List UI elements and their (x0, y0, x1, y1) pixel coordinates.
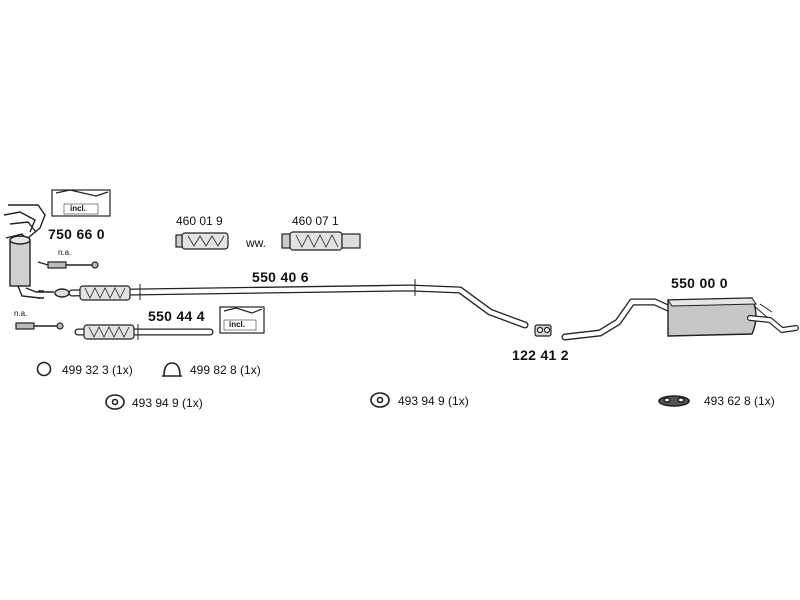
part-label-122412: 122 41 2 (512, 347, 569, 363)
part-label-460071: 460 07 1 (292, 214, 339, 228)
incl-badge-box-2 (219, 306, 265, 334)
rear-silencer-part (561, 297, 799, 341)
clamp-part (534, 324, 552, 337)
rubber-mount-icon-right (658, 395, 690, 407)
part-label-460019: 460 01 9 (176, 214, 223, 228)
hardware-label-clip: 499 82 8 (1x) (190, 363, 261, 377)
part-label-550444: 550 44 4 (148, 308, 205, 324)
hardware-label-mount-mid: 493 94 9 (1x) (398, 394, 469, 408)
part-label-550406: 550 40 6 (252, 269, 309, 285)
lambda-sensor-lower (15, 322, 64, 330)
incl-badge-box-1 (51, 189, 111, 217)
ring-icon (36, 361, 52, 377)
flex-coupling-460019 (175, 232, 229, 250)
ww-label: ww. (246, 236, 267, 250)
hardware-label-ring: 499 32 3 (1x) (62, 363, 133, 377)
flex-coupling-460071 (281, 231, 361, 251)
part-label-550000: 550 00 0 (671, 275, 728, 291)
rubber-mount-icon-left (105, 394, 125, 410)
clip-icon (162, 362, 182, 377)
na-label-2: n.a. (14, 309, 28, 318)
hardware-label-mount-left: 493 94 9 (1x) (132, 396, 203, 410)
lambda-sensor-upper (37, 261, 99, 269)
part-label-750660: 750 66 0 (48, 226, 105, 242)
rubber-mount-icon-mid (370, 392, 390, 408)
incl-badge-1: incl. (70, 204, 87, 213)
na-label-1: n.a. (58, 248, 72, 257)
flex-pipe-part (74, 324, 214, 340)
manifold-catalyst-part (3, 204, 70, 299)
incl-badge-2: incl. (229, 320, 246, 329)
hardware-label-mount-right: 493 62 8 (1x) (704, 394, 775, 408)
front-pipe-part (68, 279, 529, 329)
